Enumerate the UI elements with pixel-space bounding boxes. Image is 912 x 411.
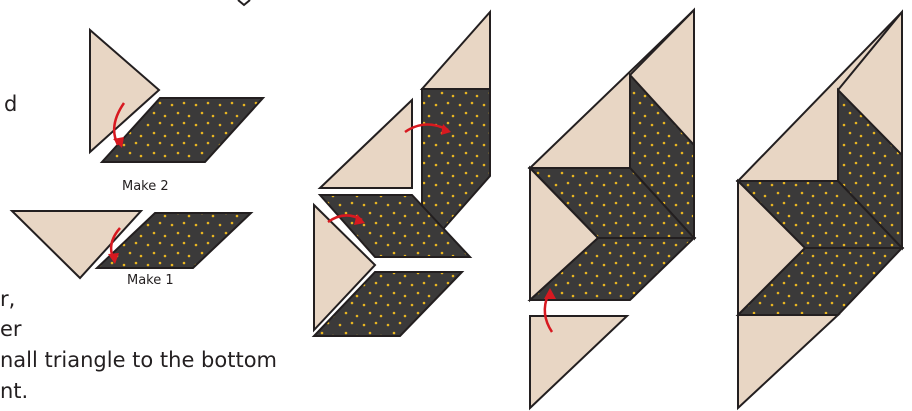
assembly-finished — [738, 12, 902, 408]
caption-make-2: Make 2 — [122, 179, 169, 194]
instruction-line-5: nt. — [0, 379, 28, 403]
assembly-exploded — [314, 12, 490, 336]
assembly-joined — [530, 10, 694, 408]
instruction-line-4: nall triangle to the bottom — [0, 348, 277, 372]
unit-make-1 — [12, 211, 251, 278]
unit-make-2 — [90, 30, 263, 162]
instruction-line-2: r, — [0, 287, 15, 311]
top-edge-mark — [238, 0, 250, 5]
caption-make-1: Make 1 — [127, 273, 174, 288]
light-triangle — [422, 12, 490, 89]
instruction-line-1: d — [4, 92, 17, 116]
instruction-line-3: er — [0, 317, 22, 341]
bottom-triangle — [738, 315, 838, 408]
loose-triangle — [530, 316, 627, 408]
light-triangle — [320, 100, 412, 188]
